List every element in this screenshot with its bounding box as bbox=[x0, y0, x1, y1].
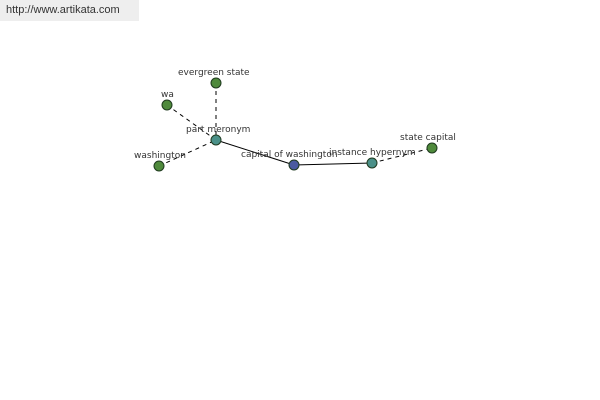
node-label-instance-hypernym[interactable]: instance hypernym bbox=[329, 148, 416, 158]
node-label-state-capital[interactable]: state capital bbox=[400, 133, 456, 143]
node-label-wa[interactable]: wa bbox=[161, 90, 174, 100]
node-label-evergreen-state[interactable]: evergreen state bbox=[178, 68, 250, 78]
site-url[interactable]: http://www.artikata.com bbox=[0, 0, 139, 21]
graph-nodes bbox=[153, 77, 438, 172]
edge-instance_hypernym-state_capital bbox=[371, 147, 433, 164]
graph-edges bbox=[158, 83, 433, 167]
node-wa[interactable] bbox=[161, 99, 173, 111]
node-washington[interactable] bbox=[153, 160, 165, 172]
edge-washington-part_meronym bbox=[158, 139, 217, 167]
node-state-capital[interactable] bbox=[426, 142, 438, 154]
node-label-washington[interactable]: washington bbox=[134, 151, 186, 161]
node-capital-of-washington[interactable] bbox=[288, 159, 300, 171]
node-evergreen-state[interactable] bbox=[210, 77, 222, 89]
edge-wa-part_meronym bbox=[166, 104, 217, 141]
node-label-part-meronym[interactable]: part meronym bbox=[186, 125, 250, 135]
graph-labels: wa evergreen state part meronym washington c… bbox=[134, 68, 456, 161]
node-label-capital-of-washington[interactable]: capital of washington bbox=[241, 150, 338, 160]
edge-capital_of_washington-instance_hypernym bbox=[293, 162, 373, 166]
edge-part_meronym-capital_of_washington bbox=[215, 139, 295, 166]
node-part-meronym[interactable] bbox=[210, 134, 222, 146]
node-instance-hypernym[interactable] bbox=[366, 157, 378, 169]
